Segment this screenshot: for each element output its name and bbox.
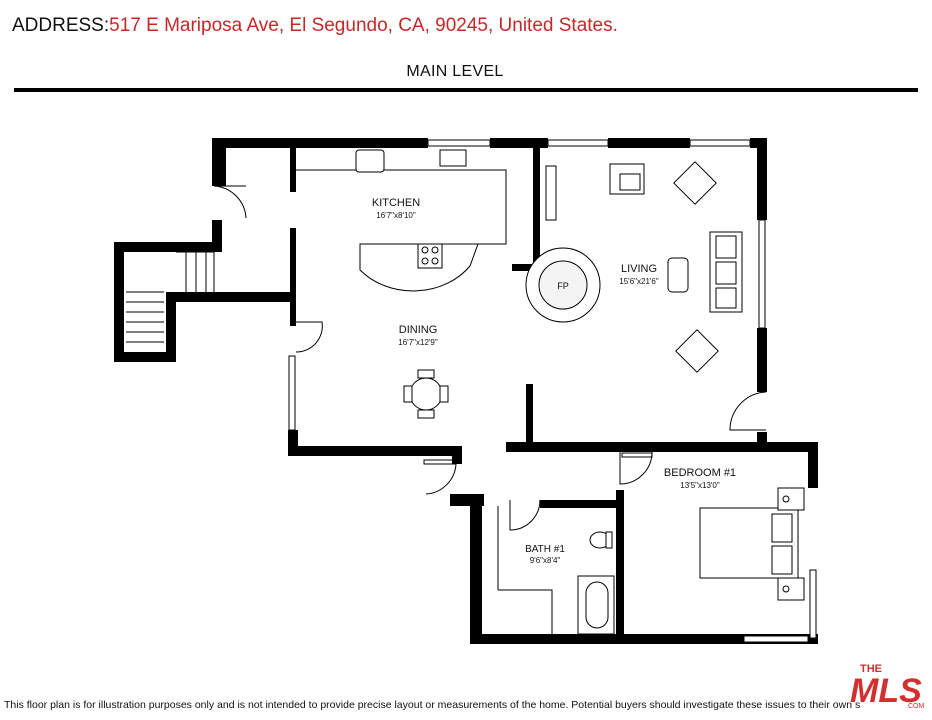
mls-logo-icon: THE MLS .COM: [850, 663, 924, 710]
living-name: LIVING: [621, 263, 657, 275]
fireplace-label: FP: [557, 281, 569, 291]
logo-top: THE: [860, 663, 882, 675]
dining-name: DINING: [399, 324, 438, 336]
bedroom1-dims: 13'5"x13'0": [680, 481, 720, 490]
title-rule: [14, 88, 918, 92]
doors: [213, 185, 767, 531]
bath1-dims: 9'6"x8'4": [530, 556, 561, 565]
level-title: MAIN LEVEL: [406, 63, 504, 80]
bedroom-furniture: [699, 487, 805, 601]
bedroom1-name: BEDROOM #1: [664, 467, 736, 479]
logo-sub: .COM: [906, 703, 924, 710]
kitchen-fixtures: [296, 149, 507, 292]
dining-dims: 16'7"x12'9": [398, 338, 438, 347]
logo-main: MLS: [850, 672, 922, 710]
windows: [288, 139, 817, 643]
bath-fixtures: [497, 506, 615, 635]
stairs: [126, 251, 215, 343]
living-dims: 15'6"x21'6": [619, 277, 659, 286]
kitchen-name: KITCHEN: [372, 197, 420, 209]
address-value: 517 E Mariposa Ave, El Segundo, CA, 9024…: [109, 15, 618, 36]
address-line: ADDRESS:517 E Mariposa Ave, El Segundo, …: [12, 15, 618, 37]
bath1-name: BATH #1: [525, 544, 565, 555]
room-labels: KITCHEN 16'7"x8'10" LIVING 15'6"x21'6" D…: [372, 197, 736, 565]
dining-table: [403, 369, 449, 419]
living-furniture: [525, 161, 743, 373]
kitchen-dims: 16'7"x8'10": [376, 211, 416, 220]
walls: [114, 138, 818, 644]
disclaimer: This floor plan is for illustration purp…: [4, 699, 861, 711]
address-label: ADDRESS:: [12, 15, 110, 36]
